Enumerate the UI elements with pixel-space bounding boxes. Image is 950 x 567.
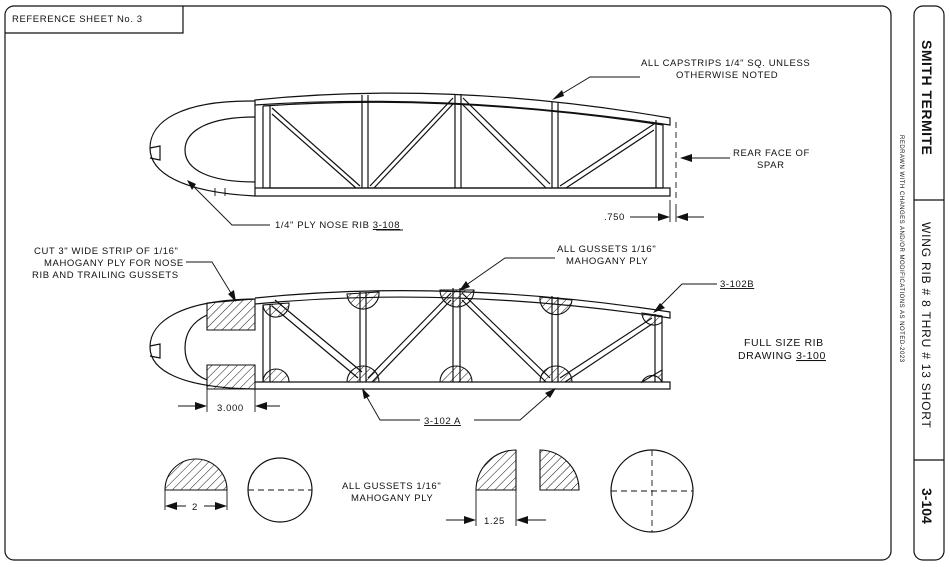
title-block-border (913, 5, 945, 561)
gusset-note-line2: MAHOGANY PLY (566, 256, 648, 267)
full-size-line2: DRAWING 3-100 (738, 350, 826, 362)
quarter-gusset-left (475, 449, 517, 491)
detail-note-line2: MAHOGANY PLY (351, 493, 433, 504)
gusset-details: 2 ALL GUSSETS 1/16" MAHOGANY PLY 1.25 (164, 449, 694, 533)
title-text: SMITH TERMITE (919, 40, 935, 155)
full-size-line1: FULL SIZE RIB (744, 337, 824, 349)
lower-annotations: CUT 3" WIDE STRIP OF 1/16" MAHOGANY PLY … (32, 244, 826, 427)
lower-rib-drawing (149, 288, 671, 390)
gusset-note-line1: ALL GUSSETS 1/16" (557, 244, 656, 255)
title-note: REDRAWN WITH CHANGES AND/OR MODIFICATION… (898, 135, 904, 363)
rear-face-note-line2: SPAR (757, 160, 785, 171)
capstrip-note-line1: ALL CAPSTRIPS 1/4" SQ. UNLESS (641, 58, 810, 69)
reference-label: REFERENCE SHEET No. 3 (12, 14, 143, 25)
upper-dim-750: .750 (604, 212, 625, 223)
upper-annotations: ALL CAPSTRIPS 1/4" SQ. UNLESS OTHERWISE … (187, 58, 810, 231)
reference-box (5, 6, 184, 34)
lower-dim-3000: 3.000 (217, 403, 244, 414)
strip-note-line3: RIB AND TRAILING GUSSETS (32, 270, 179, 281)
main-border (4, 5, 892, 561)
capstrip-note-line2: OTHERWISE NOTED (676, 70, 778, 81)
title-number: 3-104 (919, 488, 935, 524)
dim-quarter-gusset: 1.25 (484, 516, 505, 527)
upper-rib-drawing (149, 92, 677, 200)
strip-note-line1: CUT 3" WIDE STRIP OF 1/16" (34, 246, 178, 257)
rear-face-note-line1: REAR FACE OF (733, 148, 810, 159)
strip-note-line2: MAHOGANY PLY FOR NOSE (44, 258, 184, 269)
dim-half-gusset: 2 (192, 502, 198, 513)
title-subtitle: WING RIB # 8 THRU # 13 SHORT (919, 222, 933, 429)
detail-note-line1: ALL GUSSETS 1/16" (342, 481, 441, 492)
half-gusset (164, 458, 228, 491)
ref-3-102a: 3-102 A (424, 416, 461, 427)
quarter-gusset-right (539, 449, 580, 491)
nose-rib-label: 1/4" PLY NOSE RIB 3-108 (275, 220, 400, 231)
ref-3-102b: 3-102B (720, 279, 754, 290)
